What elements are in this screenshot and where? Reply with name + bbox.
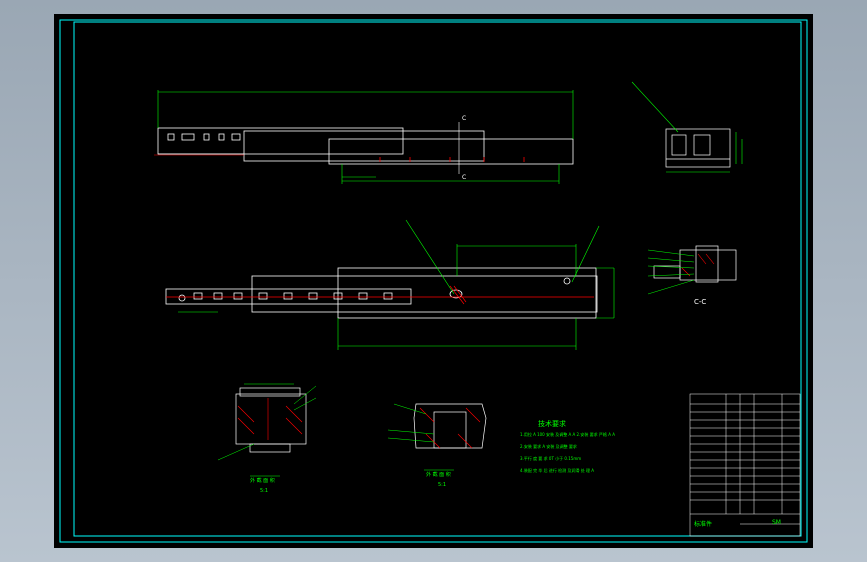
section-marker-top: C	[462, 115, 466, 122]
top-view	[165, 267, 598, 319]
detail-a	[235, 387, 307, 453]
detail-a-hatch	[237, 398, 303, 440]
tech-req-line-4: 4.装配 完 毕 后 进行 检测 及润滑 处 理 A	[520, 467, 594, 473]
tech-req-line-1: 1.用拉 A 100 安装 及调整 A A 2.安装 要求 严格 A A	[520, 431, 615, 437]
top-view-dimensions	[178, 219, 615, 350]
detail-a-caption: 外 截 面 积	[250, 477, 275, 484]
title-block-name: 标准件	[694, 520, 712, 528]
front-view-ticks	[379, 157, 525, 162]
detail-a-leaders	[217, 383, 317, 477]
drawing-canvas: C C	[59, 19, 808, 543]
title-block-code: SM	[772, 519, 781, 526]
detail-a-scale: 5:1	[260, 488, 268, 494]
tech-req-title: 技术要求	[538, 419, 566, 428]
side-view	[665, 128, 731, 168]
detail-b-leaders	[387, 403, 454, 471]
inner-frame	[73, 21, 802, 537]
side-view-leaders	[631, 81, 743, 173]
tech-req-line-3: 3.平行 度 要 求 0T 小于 0.15mm	[520, 455, 581, 461]
front-view-dimensions	[154, 90, 574, 184]
section-title: C-C	[694, 298, 706, 306]
detail-b	[413, 403, 487, 449]
section-view-hatch	[681, 253, 715, 277]
tech-req-line-2: 2.安装 要求 A 安装 及调整 要求	[520, 443, 577, 449]
parts-list	[689, 393, 801, 537]
section-marker-bottom: C	[462, 174, 466, 181]
detail-b-hatch	[419, 407, 481, 449]
drawing-sheet[interactable]: C C	[54, 14, 813, 548]
detail-b-caption: 外 截 面 积	[426, 471, 451, 478]
detail-b-scale: 5:1	[438, 482, 446, 488]
outer-frame	[59, 19, 808, 543]
front-view	[157, 127, 574, 165]
top-view-hatch	[166, 285, 594, 305]
section-view	[653, 245, 737, 283]
section-view-leaders	[647, 249, 695, 295]
